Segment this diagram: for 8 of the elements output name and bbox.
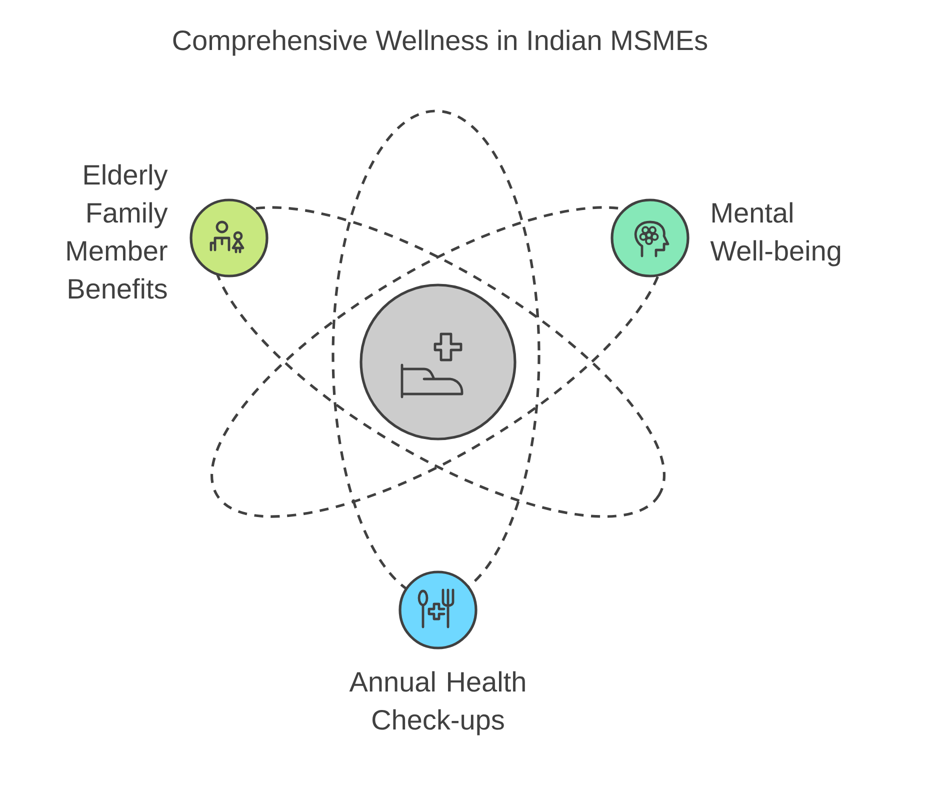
node-label: Mental Well-being: [710, 202, 840, 266]
node-label: Elderly Family Member Benefits: [67, 164, 168, 299]
title: Comprehensive Wellness in Indian MSMEs: [173, 30, 708, 56]
circle-node: [190, 198, 268, 278]
circle-node: [360, 284, 516, 440]
node-label: Annual Health Check-ups: [349, 671, 525, 736]
circle-node: [398, 570, 478, 650]
circle-node: [610, 198, 690, 278]
